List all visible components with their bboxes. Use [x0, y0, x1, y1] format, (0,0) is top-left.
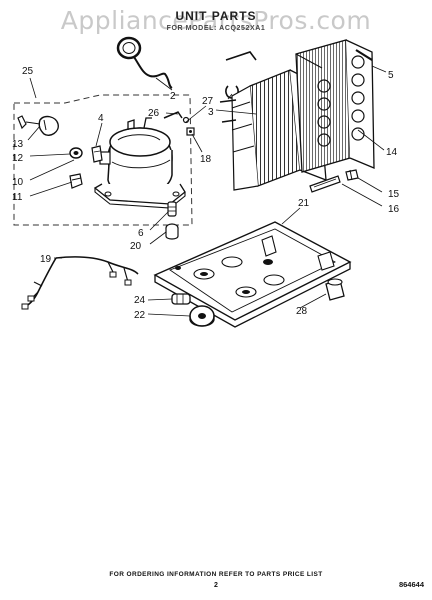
callout-22: 22 [134, 310, 146, 321]
callout-4: 4 [98, 113, 104, 124]
callout-12: 12 [12, 153, 24, 164]
callout-labels: 25 2 26 27 3 5 4 13 12 10 11 18 14 15 16… [12, 66, 400, 321]
watermark: AppliancePartsPros.com [60, 6, 372, 35]
callout-19: 19 [40, 254, 52, 265]
part-roller [189, 305, 215, 327]
part-overload [69, 147, 83, 159]
part-discharge-tube [116, 36, 173, 89]
part-clip [69, 173, 83, 189]
part-support-foot [325, 278, 345, 301]
part-grommet [167, 201, 177, 217]
callout-14: 14 [386, 147, 398, 158]
callout-28: 28 [296, 306, 308, 317]
part-wire-harness [21, 256, 139, 310]
callout-16: 16 [388, 204, 400, 215]
part-evaporator [295, 39, 375, 173]
part-terminal-cover [17, 115, 59, 136]
callout-3: 3 [208, 107, 214, 118]
leader-lines [27, 65, 387, 317]
compressor-group-boundary [13, 94, 193, 226]
part-compressor [93, 117, 186, 209]
callout-27: 27 [202, 96, 214, 107]
part-mount-sleeve [165, 223, 179, 240]
callout-20: 20 [130, 241, 142, 252]
callout-11: 11 [12, 192, 23, 203]
page-number: 2 [214, 582, 218, 589]
diagram-subtitle: FOR MODEL: ACQ252XA1 [166, 25, 266, 32]
document-number: 864644 [398, 580, 424, 589]
callout-15: 15 [388, 189, 400, 200]
callout-2: 2 [170, 91, 176, 102]
callout-24: 24 [134, 295, 146, 306]
part-spacer [171, 293, 191, 305]
callout-18: 18 [200, 154, 212, 165]
part-drier-fitting [345, 169, 359, 181]
diagram-title: UNIT PARTS [175, 9, 257, 23]
callout-26: 26 [148, 108, 160, 119]
part-relay [91, 145, 103, 163]
part-screw [186, 127, 195, 136]
ordering-note: FOR ORDERING INFORMATION REFER TO PARTS … [109, 571, 323, 578]
callout-25: 25 [22, 66, 34, 77]
callout-6: 6 [138, 228, 144, 239]
part-strainer [309, 175, 341, 193]
callout-13: 13 [12, 139, 24, 150]
callout-5: 5 [388, 70, 394, 81]
callout-10: 10 [12, 177, 24, 188]
callout-21: 21 [298, 198, 310, 209]
part-base-pan [153, 221, 352, 328]
